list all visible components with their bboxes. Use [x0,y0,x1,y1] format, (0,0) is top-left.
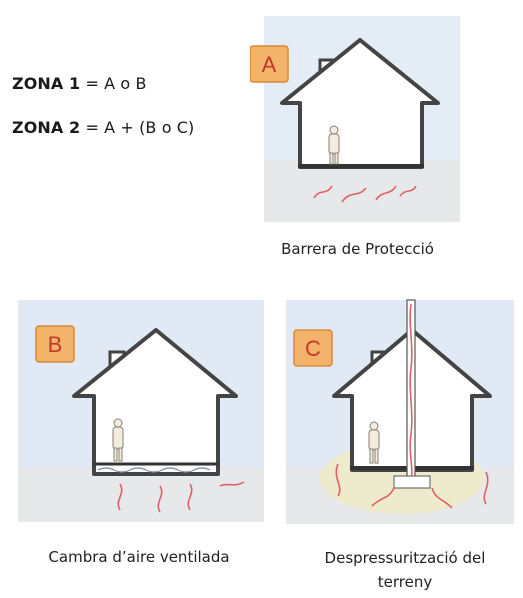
legend-zona-2: ZONA 2 = A + (B o C) [12,118,194,137]
person-figure [328,125,340,165]
legend-zone-label: ZONA 2 [12,118,81,137]
caption-a: Barrera de Protecció [281,240,434,258]
badge-letter: A [262,52,277,77]
radon-extraction-line [409,303,413,481]
suction-pit [393,475,431,489]
legend-zone-label: ZONA 1 [12,74,81,93]
badge-a: A [250,45,289,83]
legend-formula: = A + (B o C) [85,118,195,137]
house-b-illustration: B [18,300,264,522]
panel-a-protection-barrier: A [250,10,465,230]
panel-c-soil-depressurization: C [282,296,518,528]
badge-letter: C [305,336,321,361]
house-a-illustration: A [250,16,460,222]
panel-b-ventilated-air-chamber: B [10,296,268,526]
house-c-illustration: C [286,299,514,524]
badge-b: B [35,325,75,363]
air-chamber-waves [97,467,211,473]
legend-formula: = A o B [85,74,147,93]
radon-flow-lines [313,185,417,203]
person-figure [368,421,380,464]
badge-letter: B [48,332,63,357]
caption-c: Despressurització del terreny [324,549,486,591]
ground [18,468,264,522]
legend-zona-1: ZONA 1 = A o B [12,74,147,93]
person-figure [112,418,124,462]
badge-c: C [293,329,333,367]
radon-flow-lines [117,481,245,513]
radon-flow-lines [335,463,489,509]
caption-b: Cambra d’aire ventilada [48,548,230,566]
